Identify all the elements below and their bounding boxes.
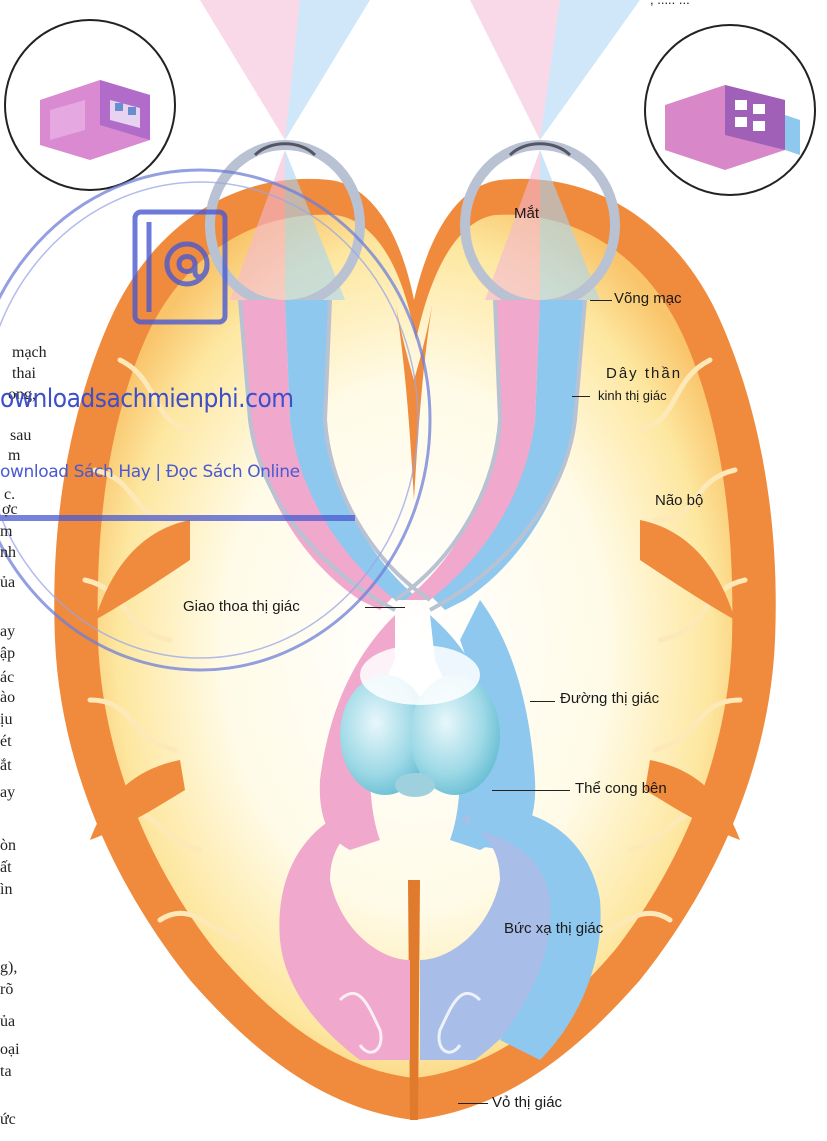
optic-nerve-label-line2: kinh thị giác (598, 388, 667, 403)
lateral-geniculate-label: Thể cong bên (575, 780, 667, 797)
eye-label: Mắt (514, 205, 539, 222)
top-right-cut-text: , ..... ... (650, 0, 690, 7)
retina-leader (590, 300, 612, 301)
lateral-geniculate-bodies (340, 645, 500, 797)
optic-tract-label: Đường thị giác (560, 690, 659, 707)
brain-label: Não bộ (655, 492, 703, 509)
right-visual-field-ray (285, 0, 370, 140)
watermark-tagline: ownload Sách Hay | Đọc Sách Online (0, 462, 300, 482)
optic-chiasm-label: Giao thoa thị giác (183, 598, 300, 615)
optic-nerve-label-line1: Dây thần (606, 365, 682, 382)
left-visual-field-ray (200, 0, 300, 140)
watermark-url: ownloadsachmienphi.com (0, 384, 294, 414)
optic-radiation-label: Bức xạ thị giác (504, 920, 603, 937)
cortex-leader (458, 1103, 488, 1104)
retina-label: Võng mạc (614, 290, 682, 307)
lgn-leader (492, 790, 570, 791)
optic-nerve-leader (572, 396, 590, 397)
optic-tract-leader (530, 701, 555, 702)
visual-cortex-label: Vỏ thị giác (492, 1094, 562, 1111)
chiasm-leader (365, 607, 405, 608)
